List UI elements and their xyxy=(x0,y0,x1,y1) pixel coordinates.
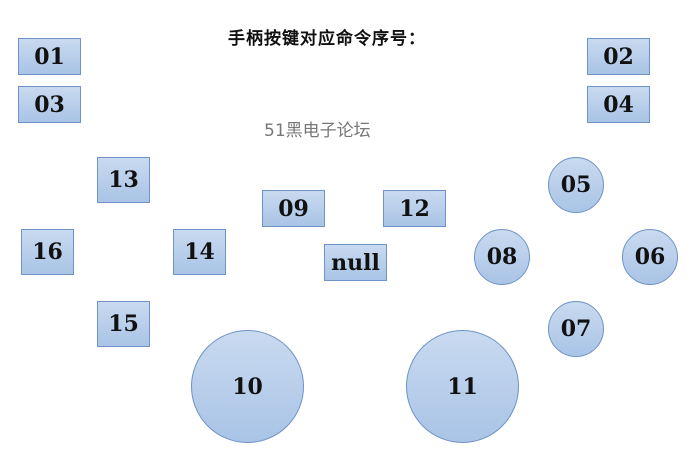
key-09: 09 xyxy=(262,190,325,227)
key-11-right-stick: 11 xyxy=(406,330,519,443)
key-08: 08 xyxy=(474,229,530,285)
key-null: null xyxy=(324,244,387,281)
watermark: 51黑电子论坛 xyxy=(264,121,371,141)
key-16: 16 xyxy=(21,229,74,275)
diagram-title: 手柄按键对应命令序号： xyxy=(228,29,426,49)
key-05: 05 xyxy=(548,157,604,213)
key-14: 14 xyxy=(173,229,226,275)
key-07: 07 xyxy=(548,301,604,357)
key-10-left-stick: 10 xyxy=(191,330,304,443)
key-13: 13 xyxy=(97,157,150,203)
key-06: 06 xyxy=(622,229,678,285)
key-12: 12 xyxy=(383,190,446,227)
key-03: 03 xyxy=(18,86,81,123)
key-02: 02 xyxy=(587,38,650,75)
key-04: 04 xyxy=(587,86,650,123)
key-15: 15 xyxy=(97,301,150,347)
key-01: 01 xyxy=(18,38,81,75)
